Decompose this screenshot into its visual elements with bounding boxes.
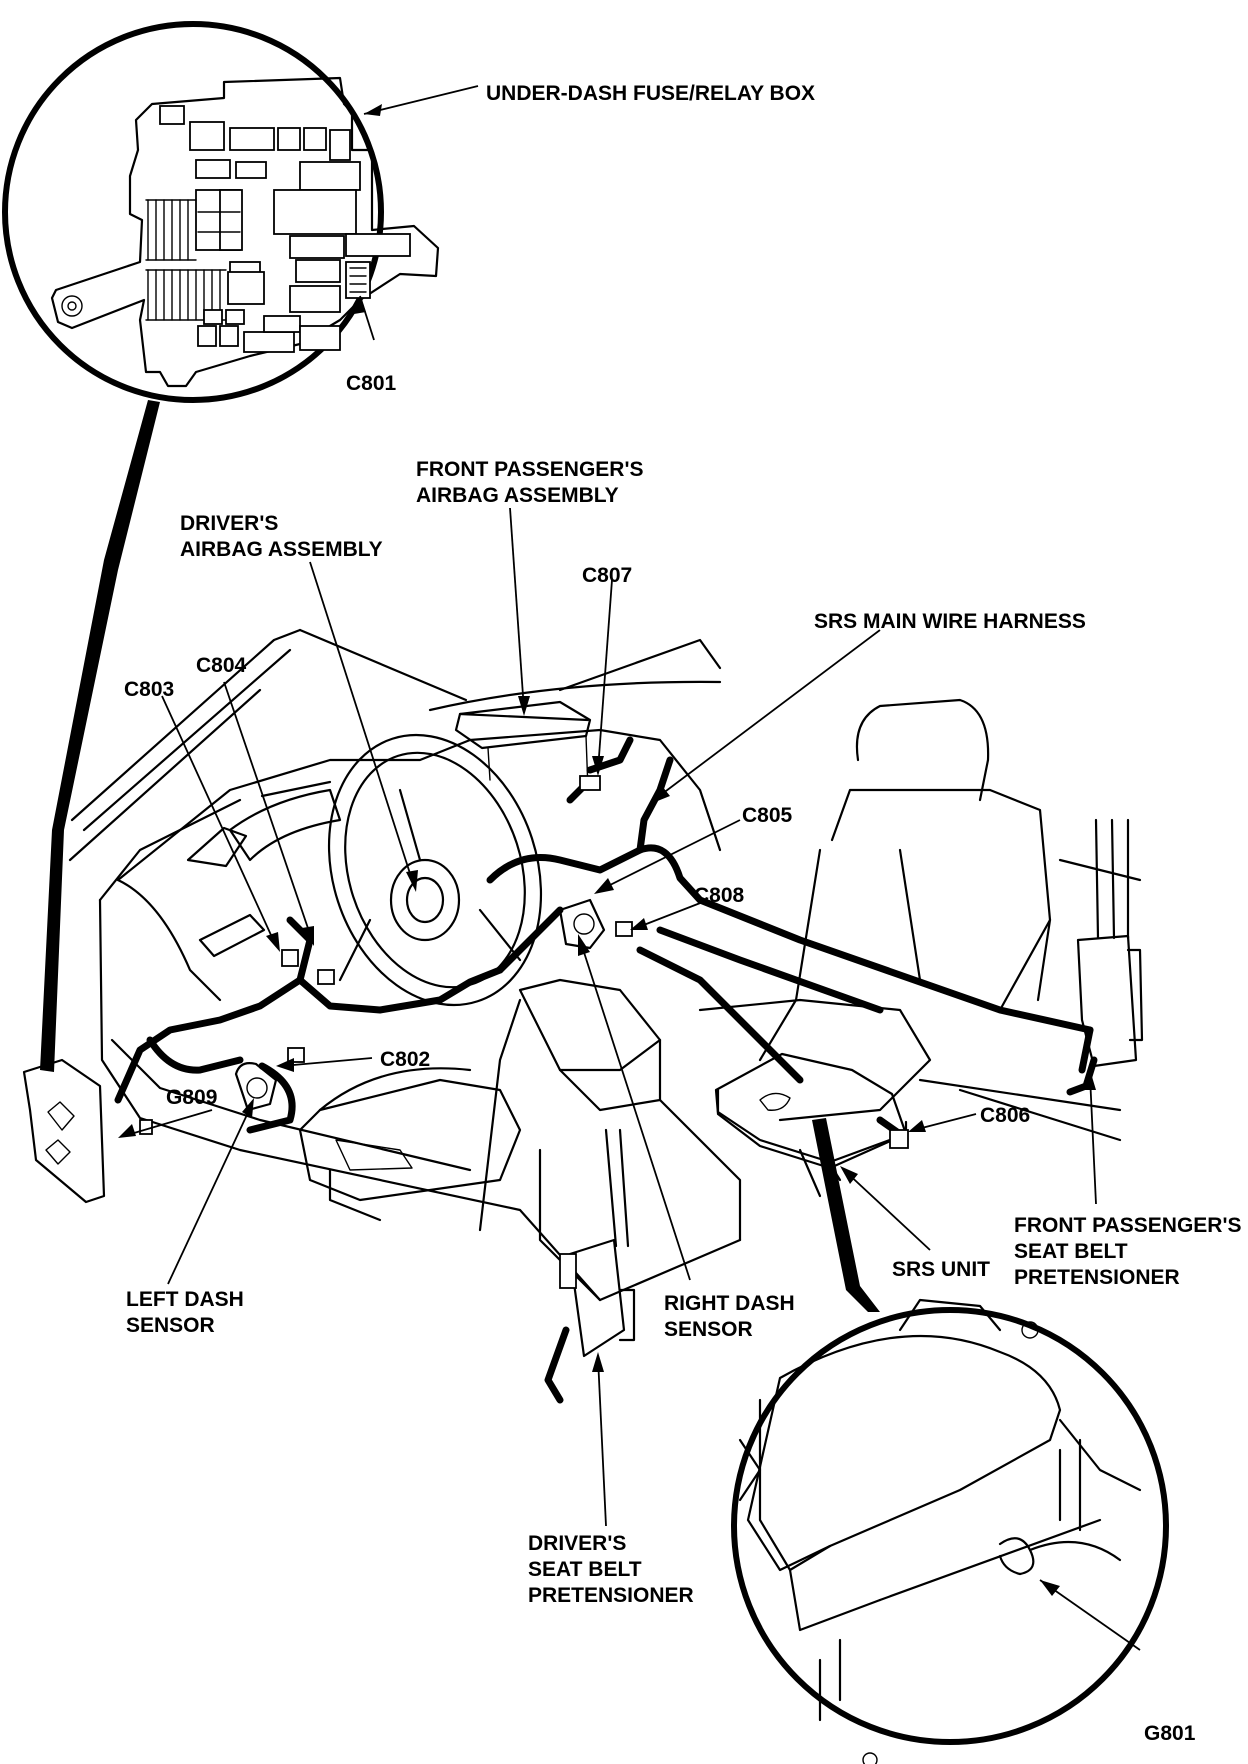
label-g809: G809 [166,1086,217,1109]
label-left-dash-sensor-line2: SENSOR [126,1314,215,1337]
label-right-dash-sensor-line2: SENSOR [664,1318,753,1341]
label-c803: C803 [124,678,174,701]
label-c802: C802 [380,1048,430,1071]
label-drivers-pretensioner-line2: SEAT BELT [528,1558,642,1581]
label-right-dash-sensor-line1: RIGHT DASH [664,1292,795,1315]
label-front-passenger-pretensioner-line1: FRONT PASSENGER'S [1014,1214,1241,1237]
fuse-relay-box-inset [2,21,479,403]
fuse-rows [145,199,227,321]
driver-pretensioner-illustration [544,1128,636,1404]
car-interior-illustration [22,628,1144,1404]
inset-connector-bottom [812,1118,880,1312]
inset-connector-top [40,400,160,1072]
label-c806: C806 [980,1104,1030,1127]
label-c807: C807 [582,564,632,587]
label-drivers-pretensioner-line3: PRETENSIONER [528,1584,694,1607]
g801-ground-inset [731,1298,1169,1764]
label-c801: C801 [346,372,397,395]
label-srs-main-wire-harness: SRS MAIN WIRE HARNESS [814,610,1086,633]
srs-unit-illustration [714,1052,908,1198]
label-drivers-pretensioner-line1: DRIVER'S [528,1532,626,1555]
label-front-passengers-airbag-line1: FRONT PASSENGER'S [416,458,643,481]
label-g801: G801 [1144,1722,1196,1745]
label-c808: C808 [694,884,745,907]
label-c804: C804 [196,654,247,677]
label-drivers-airbag-line2: AIRBAG ASSEMBLY [180,538,383,561]
leader-lines [118,507,1097,1527]
label-c805: C805 [742,804,793,827]
label-under-dash-fuse-relay-box: UNDER-DASH FUSE/RELAY BOX [486,82,815,105]
callout-labels: UNDER-DASH FUSE/RELAY BOX C801 FRONT PAS… [124,82,1241,1745]
label-srs-unit: SRS UNIT [892,1258,990,1281]
label-front-passenger-pretensioner-line2: SEAT BELT [1014,1240,1128,1263]
label-front-passenger-pretensioner-line3: PRETENSIONER [1014,1266,1180,1289]
label-front-passengers-airbag-line2: AIRBAG ASSEMBLY [416,484,619,507]
label-drivers-airbag-line1: DRIVER'S [180,512,278,535]
label-left-dash-sensor-line1: LEFT DASH [126,1288,244,1311]
front-passenger-pretensioner-illustration [1066,818,1144,1096]
